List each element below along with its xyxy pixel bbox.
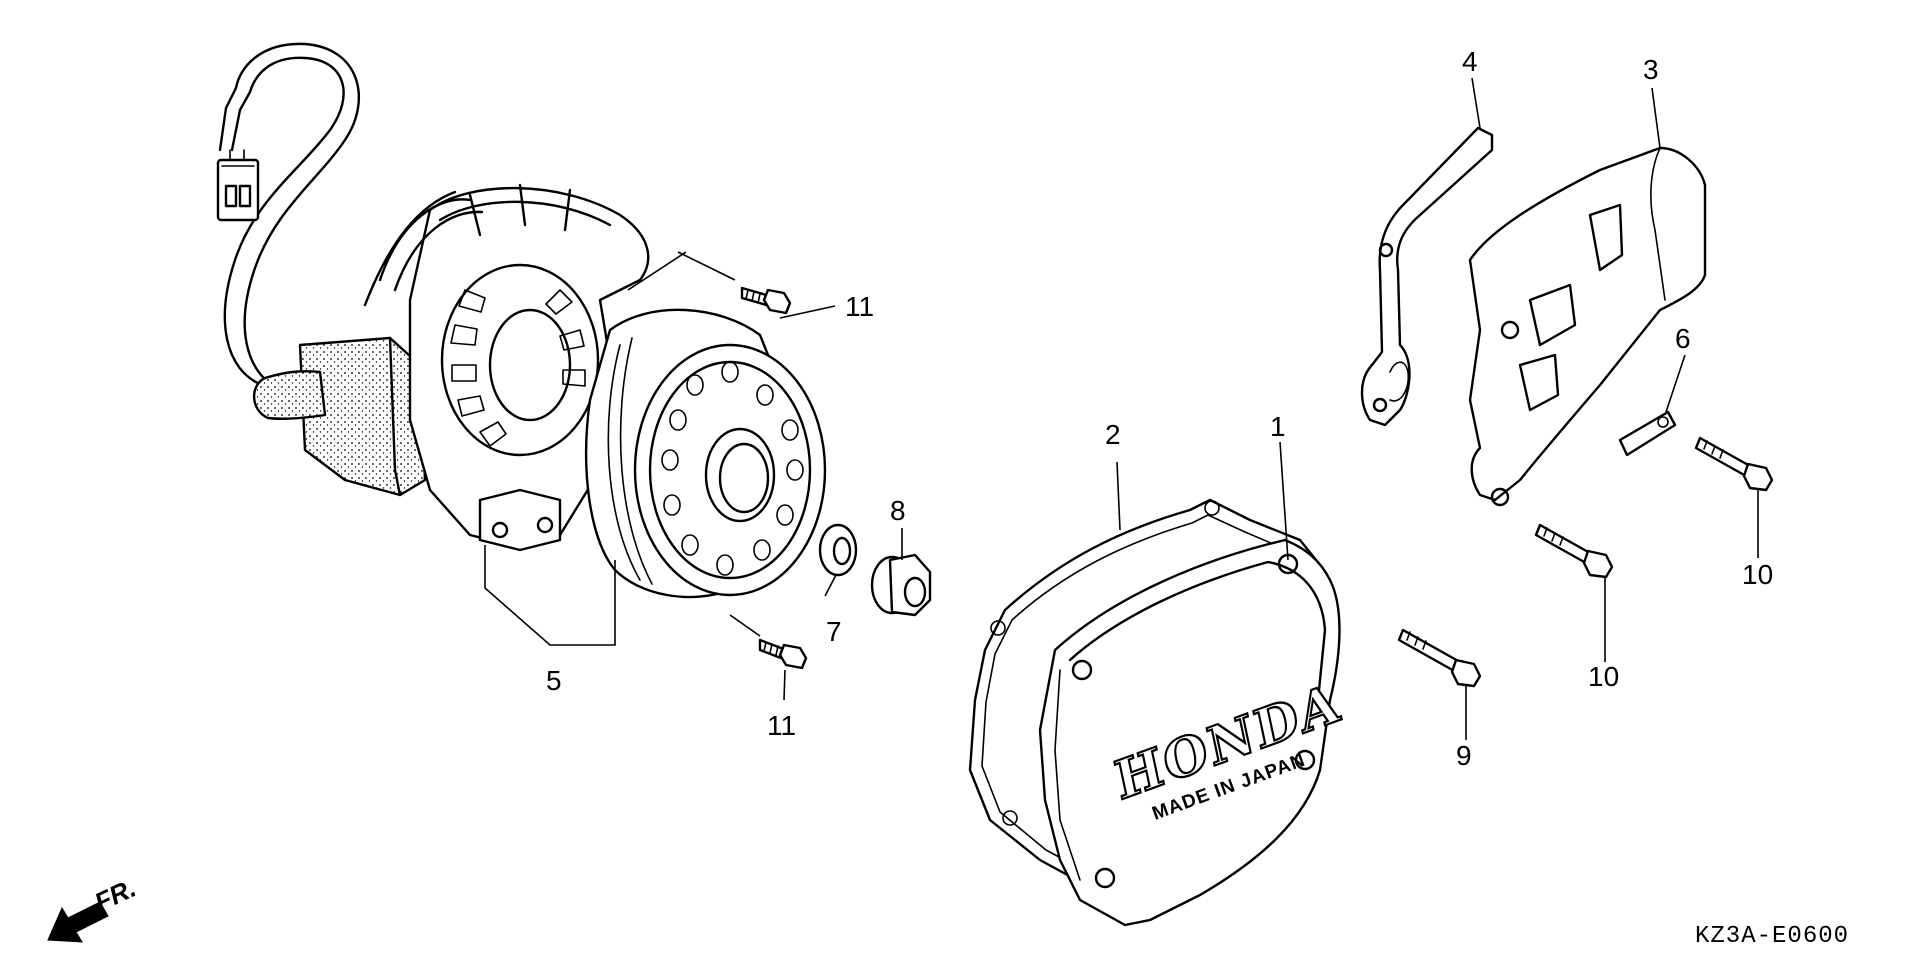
- stator-assembly: [216, 42, 650, 552]
- crankcase-cover: HONDA MADE IN JAPAN: [968, 498, 1347, 927]
- callout-1: 1: [1270, 411, 1286, 442]
- diagram-part-code: KZ3A-E0600: [1695, 923, 1849, 950]
- plate: [1618, 410, 1677, 457]
- sprocket-cover: [1468, 146, 1707, 507]
- front-direction-arrow: FR.: [47, 873, 141, 943]
- callout-7: 7: [826, 616, 842, 647]
- callout-11-lower: 11: [767, 710, 796, 741]
- callout-labels: 1 2 3 4 5 6 7 8 9 10 10 11 11: [546, 46, 1773, 771]
- callout-10-right: 10: [1742, 559, 1773, 590]
- flange-nut: [870, 553, 932, 617]
- callout-3: 3: [1643, 54, 1659, 85]
- bolt-10-center: [1534, 523, 1614, 579]
- leader-lines: [484, 77, 1759, 740]
- callout-6: 6: [1675, 323, 1691, 354]
- callout-9: 9: [1456, 740, 1472, 771]
- bolt-9: [1397, 628, 1482, 688]
- bolt-10-right: [1694, 436, 1774, 492]
- washer: [818, 523, 858, 577]
- flywheel-rotor: [585, 308, 827, 599]
- callout-10-center: 10: [1588, 661, 1619, 692]
- callout-5: 5: [546, 665, 562, 696]
- callout-2: 2: [1105, 419, 1121, 450]
- callout-8: 8: [890, 495, 906, 526]
- callout-4: 4: [1462, 46, 1478, 77]
- bracket: [1360, 126, 1494, 427]
- bolt-11-lower: [758, 638, 808, 670]
- callout-11-upper: 11: [845, 291, 874, 322]
- bolt-11-upper: [740, 286, 792, 315]
